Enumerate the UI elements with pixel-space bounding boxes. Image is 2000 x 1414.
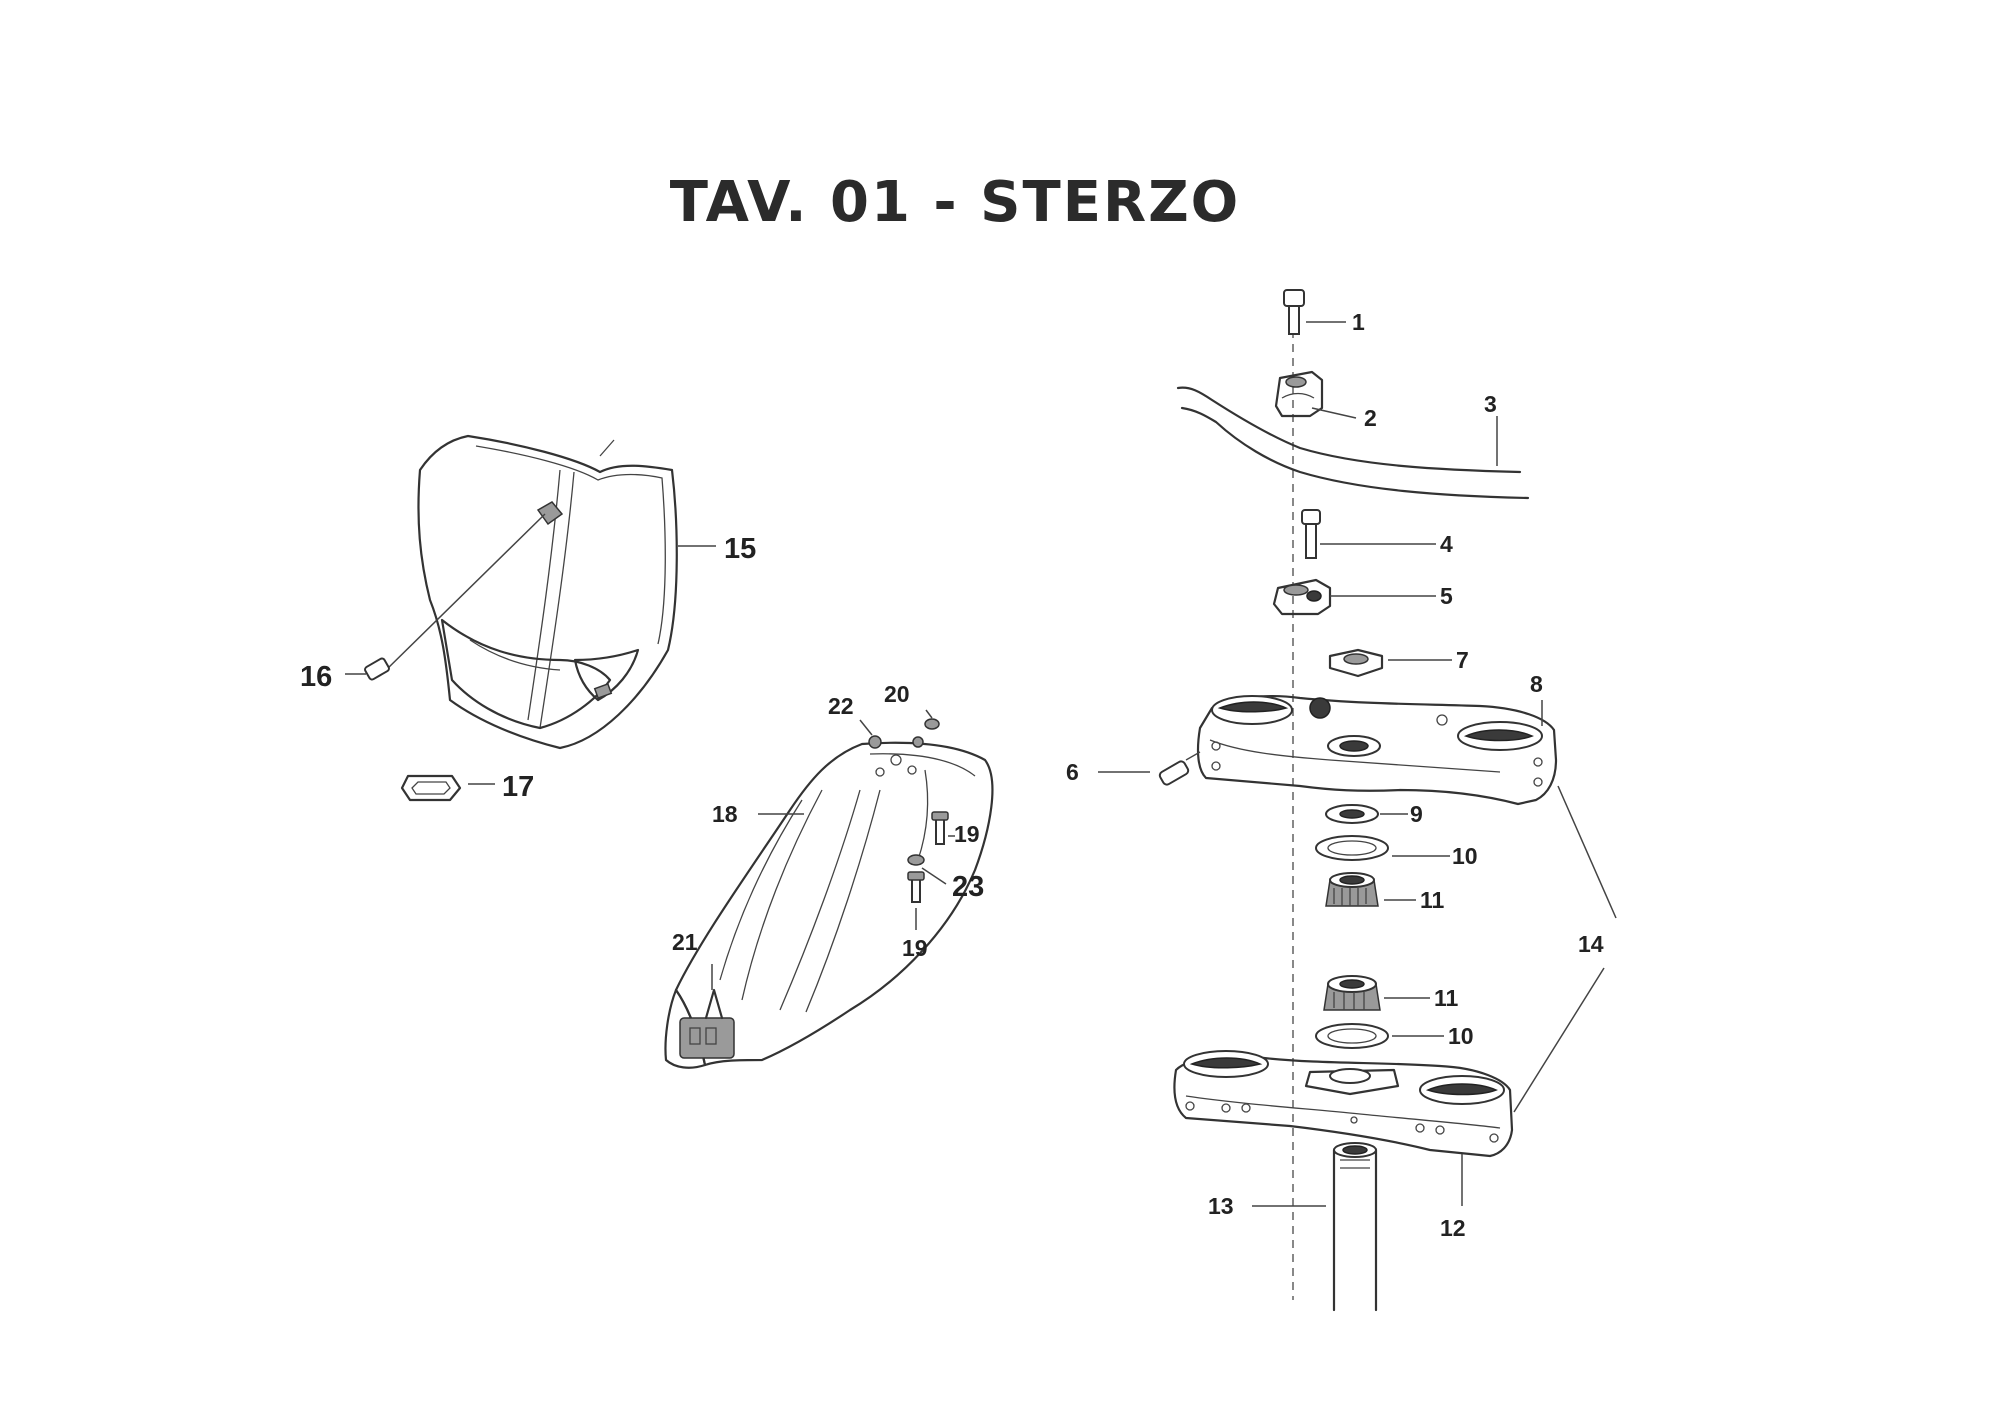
label-part-16: 16 bbox=[300, 661, 332, 693]
label-part-13: 13 bbox=[1208, 1193, 1234, 1219]
label-part-4: 4 bbox=[1440, 531, 1453, 557]
label-part-22: 22 bbox=[828, 693, 854, 719]
label-part-12: 12 bbox=[1440, 1215, 1466, 1241]
bolt-part-4 bbox=[1301, 509, 1436, 559]
label-part-9: 9 bbox=[1410, 801, 1423, 827]
label-part-8: 8 bbox=[1530, 671, 1543, 697]
label-part-10-lower: 10 bbox=[1448, 1023, 1474, 1049]
label-part-14: 14 bbox=[1578, 931, 1604, 957]
page-title: TAV. 01 - STERZO bbox=[669, 170, 1241, 235]
screw-part-16 bbox=[345, 513, 546, 681]
steering-stem-part-13 bbox=[1252, 1142, 1378, 1312]
handlebar-part-3 bbox=[1176, 386, 1530, 500]
fender-hardware bbox=[859, 709, 955, 930]
label-part-18: 18 bbox=[712, 801, 738, 827]
label-part-17: 17 bbox=[502, 771, 534, 803]
lower-bearing-set bbox=[1315, 975, 1444, 1049]
headlight-mask bbox=[417, 434, 678, 750]
label-part-20: 20 bbox=[884, 681, 910, 707]
upper-triple-clamp-part-8 bbox=[1196, 695, 1558, 806]
label-part-5: 5 bbox=[1440, 583, 1453, 609]
label-part-10-upper: 10 bbox=[1452, 843, 1478, 869]
label-part-3: 3 bbox=[1484, 391, 1497, 417]
label-part-23: 23 bbox=[952, 871, 984, 903]
label-part-7: 7 bbox=[1456, 647, 1469, 673]
bolt-part-1 bbox=[1283, 289, 1346, 335]
bolt-part-6 bbox=[1098, 751, 1201, 786]
label-part-1: 1 bbox=[1352, 309, 1365, 335]
label-part-19-upper: 19 bbox=[954, 821, 980, 847]
upper-bearing-set bbox=[1315, 804, 1450, 907]
nut-part-7 bbox=[1328, 648, 1452, 678]
label-part-11-lower: 11 bbox=[1434, 985, 1459, 1011]
label-part-19-lower: 19 bbox=[902, 935, 928, 961]
leader-part-14-upper bbox=[1557, 785, 1617, 919]
lower-triple-clamp-part-12 bbox=[1173, 1050, 1514, 1206]
handlebar-clamp-part-2 bbox=[1274, 370, 1357, 419]
handlebar-clamp-part-5 bbox=[1272, 578, 1436, 616]
front-fender bbox=[664, 735, 994, 1069]
label-part-15: 15 bbox=[724, 533, 756, 565]
label-part-6: 6 bbox=[1066, 759, 1079, 785]
label-part-11-upper: 11 bbox=[1420, 887, 1445, 913]
label-part-21: 21 bbox=[672, 929, 698, 955]
leader-part-14-lower bbox=[1513, 967, 1605, 1113]
grommet-part-17 bbox=[400, 774, 495, 802]
label-part-2: 2 bbox=[1364, 405, 1377, 431]
